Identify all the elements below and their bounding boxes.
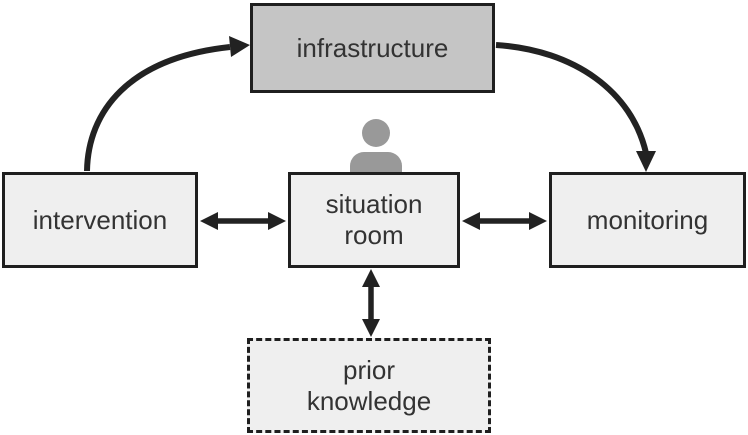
node-monitoring: monitoring — [549, 172, 746, 268]
person-icon — [350, 119, 402, 175]
node-prior-knowledge: prior knowledge — [247, 338, 491, 433]
node-label-line: situation — [325, 189, 423, 220]
node-label-line: knowledge — [306, 385, 432, 416]
arrow-situation-room-monitoring — [462, 212, 547, 230]
node-label-line: prior — [342, 354, 395, 385]
node-label: infrastructure — [296, 32, 449, 63]
node-label-line: room — [344, 220, 404, 250]
node-label: intervention — [32, 204, 168, 235]
node-situation-room: situation room — [288, 172, 460, 268]
arrow-intervention-to-infrastructure — [84, 36, 250, 172]
node-infrastructure: infrastructure — [250, 3, 495, 93]
node-label: monitoring — [586, 204, 709, 235]
person-head — [362, 119, 390, 147]
person-body — [350, 152, 402, 175]
node-intervention: intervention — [2, 172, 198, 268]
arrow-situation-room-prior-knowledge — [362, 269, 380, 337]
arrow-intervention-situation-room — [200, 212, 286, 230]
arrow-infrastructure-to-monitoring — [495, 42, 656, 172]
